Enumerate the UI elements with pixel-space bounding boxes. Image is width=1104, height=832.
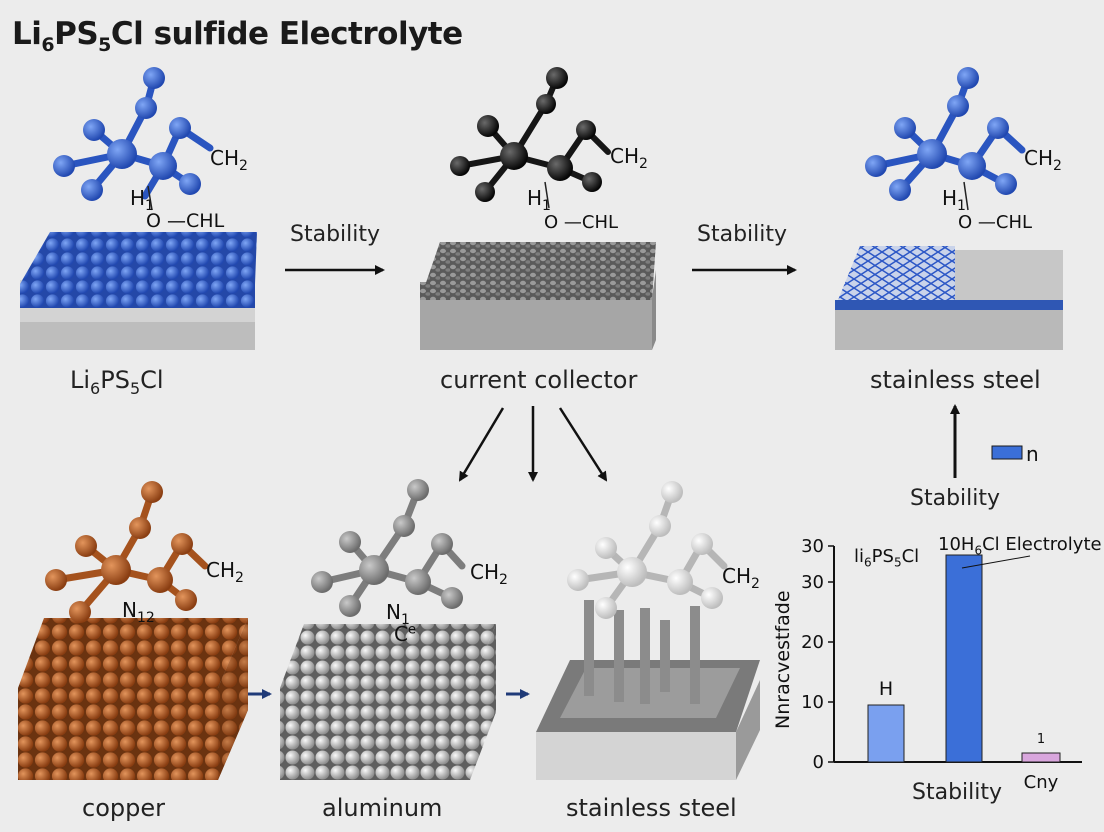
- copper-molecule: [45, 481, 209, 623]
- panel2-label: current collector: [440, 366, 638, 394]
- electrolyte-block: [20, 232, 257, 350]
- y-tick-label: 0: [813, 752, 824, 773]
- mol3-ch2-label: CH2: [1024, 146, 1062, 174]
- page-title: Li6PS5Cl sulfide Electrolyte: [12, 16, 463, 57]
- annotation-leader-line: [961, 555, 1031, 569]
- y-tick-label: 30: [801, 572, 824, 593]
- chart-y-label: Nnracvestfade: [772, 590, 794, 730]
- aluminum-label: aluminum: [322, 794, 443, 822]
- blue-molecule: [53, 67, 214, 201]
- chart-x-label: Stability: [912, 780, 1003, 805]
- copper-ch2-label: CH2: [206, 558, 244, 586]
- vertical-arrow-label: Stability: [910, 486, 1001, 511]
- bar-2: [945, 554, 983, 763]
- legend-swatch: [991, 445, 1023, 460]
- copper-n-label: N12: [122, 598, 155, 626]
- mol1-h-label: H1: [130, 186, 154, 214]
- copper-label: copper: [82, 794, 165, 822]
- y-tick-label: 20: [801, 632, 824, 653]
- y-tick-label: 10: [801, 692, 824, 713]
- legend-text: n: [1026, 442, 1039, 466]
- x-category-label: Cny: [1024, 772, 1059, 793]
- bar-value-label: H: [879, 678, 893, 700]
- panel1-label: Li6PS5Cl: [70, 366, 164, 398]
- branch-arrow-copper: [458, 407, 505, 482]
- aluminum-ch2-label: CH2: [470, 560, 508, 588]
- panel3-label: stainless steel: [870, 366, 1041, 394]
- copper-block: [18, 618, 248, 780]
- blue-molecule-3: [865, 67, 1026, 201]
- gray-molecule: [311, 479, 466, 617]
- mol3-h-label: H1: [942, 186, 966, 214]
- bar-1: [867, 704, 905, 763]
- white-molecule: [567, 481, 728, 619]
- black-molecule: [450, 67, 611, 202]
- arrow-label-1: Stability: [290, 222, 381, 247]
- aluminum-c-label: Ce: [394, 622, 416, 646]
- bar-3: [1021, 752, 1061, 763]
- mol1-ch2-label: CH2: [210, 146, 248, 174]
- chart-annotation-2: 10H6Cl Electrolyte: [938, 534, 1102, 558]
- steel-block-bottom: [536, 600, 760, 780]
- mol2-h-label: H1: [527, 186, 551, 214]
- aluminum-block: [280, 624, 496, 780]
- y-tick-label: 30: [801, 536, 824, 557]
- mol3-o-chl-label: O —CHL: [958, 212, 1033, 233]
- mol1-o-chl-label: O —CHL: [146, 210, 225, 232]
- branch-arrow-steel: [558, 407, 608, 482]
- mol2-o-chl-label: O —CHL: [544, 212, 619, 233]
- arrow-label-2: Stability: [697, 222, 788, 247]
- chart-annotation-1: li6PS5Cl: [854, 546, 920, 570]
- current-collector-block: [420, 242, 656, 350]
- mol2-ch2-label: CH2: [610, 144, 648, 172]
- steel-block-top: [835, 246, 1063, 350]
- aluminum-n-label: N1: [386, 600, 410, 628]
- steel-ch2-label: CH2: [722, 564, 760, 592]
- steel-bottom-label: stainless steel: [566, 794, 737, 822]
- bar-value-label: 1: [1037, 732, 1045, 747]
